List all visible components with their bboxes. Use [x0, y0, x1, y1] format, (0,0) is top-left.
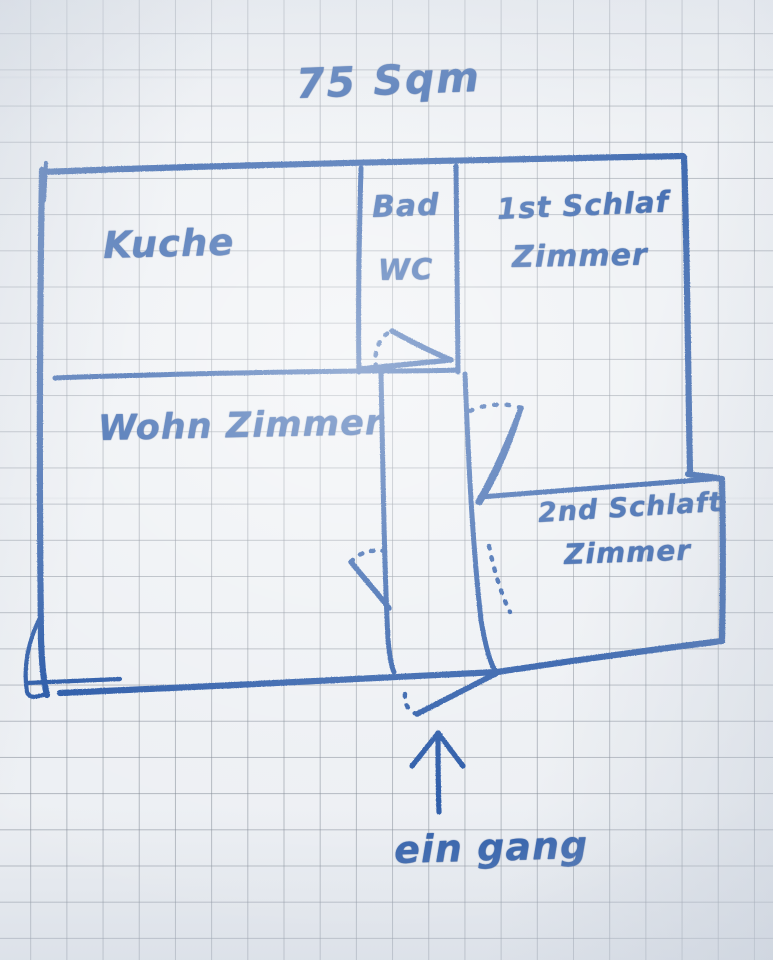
entrance-label: ein gang — [393, 822, 589, 872]
door-bathroom-swing-arc — [373, 328, 395, 370]
door-bathroom-leaf — [389, 328, 454, 363]
room-label-wc: WC — [377, 252, 434, 287]
door-living-room-swing-arc — [348, 548, 388, 565]
door-bedroom1-swing-arc — [467, 402, 524, 414]
room-label-kitchen: Kuche — [102, 220, 235, 267]
door-entrance — [402, 670, 500, 717]
door-bathroom — [357, 328, 454, 372]
entrance-arrow-head-right — [435, 730, 466, 769]
wall-hall-bedroom-vertical — [462, 371, 499, 675]
title-area-sqm: 75 Sqm — [295, 52, 482, 108]
door-entrance-leaf — [414, 670, 500, 717]
entrance-arrow — [409, 730, 466, 815]
room-label-bedroom2-line2: Zimmer — [563, 533, 692, 571]
wall-living-top — [52, 367, 461, 381]
door-symbols — [348, 328, 524, 717]
overshoot-top-left — [41, 160, 49, 203]
door-bedroom2-swing-arc — [486, 543, 513, 615]
door-bedroom2 — [486, 543, 513, 615]
outer-wall-top — [40, 152, 687, 176]
outer-wall-bottom-right — [493, 637, 726, 676]
wall-bad-bedroom1 — [453, 163, 461, 375]
door-bedroom1 — [467, 402, 524, 506]
room-label-living-room: Wohn Zimmer — [97, 403, 384, 449]
outer-wall-right-upper — [680, 153, 694, 478]
wall-kuche-bad — [356, 165, 364, 375]
room-label-bath: Bad — [371, 187, 441, 225]
room-label-bedroom1-line2: Zimmer — [511, 237, 648, 275]
entrance-arrow-shaft — [435, 731, 442, 815]
outer-wall-bottom-left — [56, 668, 501, 697]
door-entrance-swing-arc — [402, 691, 420, 717]
entrance-arrow-head-left — [409, 730, 441, 769]
